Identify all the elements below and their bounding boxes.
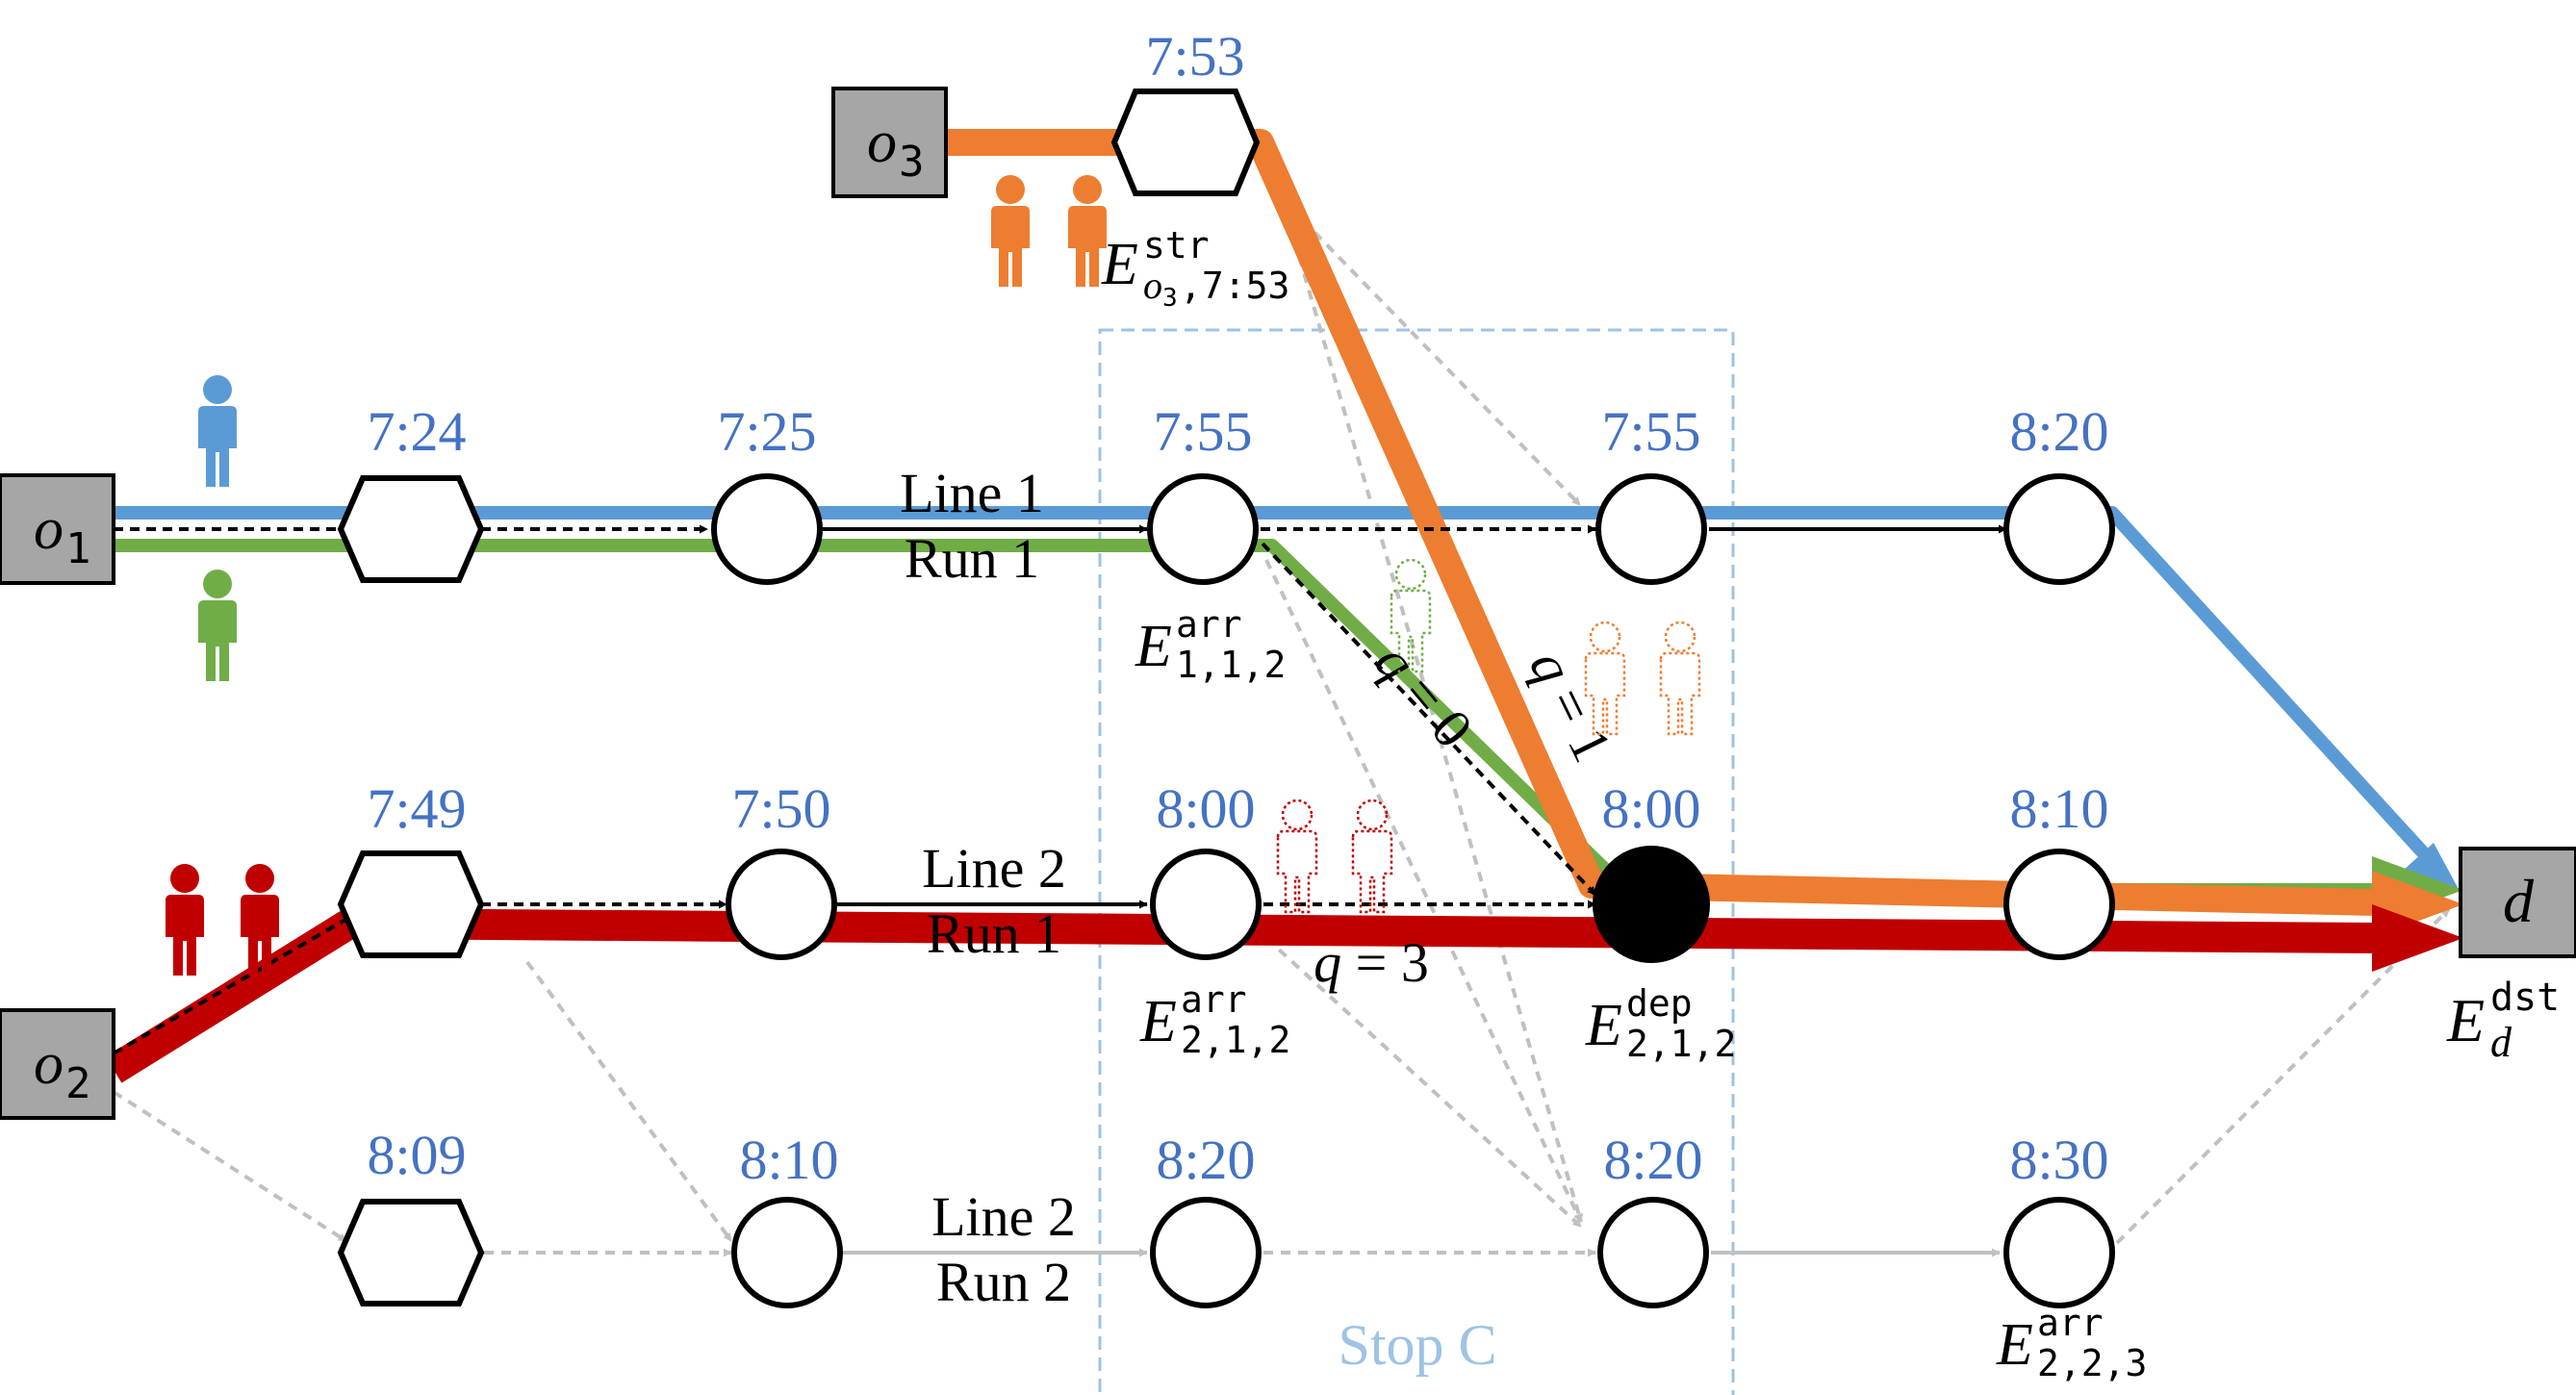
time-label: 7:55 <box>1153 400 1252 463</box>
node-l2r1-b <box>1150 849 1262 960</box>
svg-text:E: E <box>2446 986 2485 1054</box>
svg-text:q = 0: q = 0 <box>1364 631 1486 759</box>
svg-text:E: E <box>1996 1312 2033 1378</box>
time-label: 7:24 <box>367 400 466 463</box>
blue-arrowhead <box>2403 843 2461 893</box>
time-label: 7:49 <box>367 777 466 840</box>
event-label-e-dst: E dst d <box>2446 976 2560 1066</box>
stop-c-box <box>1098 328 1735 1395</box>
node-o1-start <box>337 475 485 583</box>
time-label: 8:20 <box>1156 1129 1255 1191</box>
node-l2r1-d <box>2003 849 2115 960</box>
node-l2r2-b <box>1150 1197 1262 1308</box>
terminal-o3: o 3 <box>831 87 948 198</box>
time-label: 7:50 <box>731 777 830 840</box>
time-label: 8:20 <box>1603 1129 1702 1191</box>
line-label: Line 1 <box>900 462 1044 524</box>
time-label: 8:30 <box>2009 1129 2108 1191</box>
node-o2-start <box>337 850 485 958</box>
time-label: 8:09 <box>367 1124 466 1186</box>
svg-text:3: 3 <box>1162 284 1178 313</box>
svg-text:2: 2 <box>65 1059 91 1108</box>
svg-text:2,1,2: 2,1,2 <box>1181 1019 1290 1061</box>
time-label: 7:55 <box>1601 400 1700 463</box>
svg-text:E: E <box>1585 993 1622 1058</box>
svg-text:E: E <box>1139 989 1177 1054</box>
node-l1r1-d <box>2003 473 2115 585</box>
time-label: 8:00 <box>1156 777 1255 840</box>
waiting-red-icons <box>1276 799 1393 914</box>
event-label-e-arr-112: E arr 1,1,2 <box>1135 603 1286 686</box>
line-run-labels: Line 1 Run 1 Line 2 Run 1 Line 2 Run 2 <box>900 462 1076 1313</box>
orange-path <box>946 129 2378 916</box>
svg-text:dep: dep <box>1626 982 1693 1025</box>
time-label: 8:10 <box>2009 777 2108 840</box>
svg-text:E: E <box>1101 232 1138 297</box>
node-l1r1-a <box>711 473 823 585</box>
node-l1r1-c <box>1595 473 1707 585</box>
event-label-e-arr-223: E arr 2,2,3 <box>1996 1302 2147 1384</box>
queue-label-q3: q = 3 <box>1314 931 1429 994</box>
svg-text:o: o <box>34 1031 64 1097</box>
terminal-d: d <box>2459 847 2576 958</box>
node-o2-late <box>337 1199 485 1306</box>
line-label: Line 2 <box>922 837 1066 900</box>
svg-text:d: d <box>2490 1019 2512 1066</box>
red-arrowhead <box>2372 904 2463 972</box>
svg-text:1,1,2: 1,1,2 <box>1176 644 1286 686</box>
passenger-red-icons <box>166 864 279 976</box>
time-label: 8:20 <box>2009 400 2108 463</box>
time-labels: 7:53 7:24 7:25 7:55 7:55 8:20 7:49 7:50 … <box>367 25 2108 1191</box>
run-label: Run 2 <box>936 1251 1071 1313</box>
time-label: 7:25 <box>717 400 816 463</box>
svg-text:arr: arr <box>1176 603 1242 646</box>
svg-text:q = 3: q = 3 <box>1314 931 1429 994</box>
black-edges <box>113 524 2007 1055</box>
svg-text:1: 1 <box>65 524 91 573</box>
nodes <box>337 89 2115 1308</box>
time-label: 7:53 <box>1145 25 1244 88</box>
node-l2r2-d <box>2003 1197 2115 1308</box>
svg-text:arr: arr <box>2037 1302 2104 1344</box>
event-label-e-dep-212: E dep 2,1,2 <box>1585 982 1736 1065</box>
passenger-green-icon <box>198 570 237 681</box>
svg-text:dst: dst <box>2490 976 2560 1020</box>
svg-text:,7:53: ,7:53 <box>1180 265 1289 307</box>
node-l1r1-b <box>1147 473 1259 585</box>
svg-text:d: d <box>2503 867 2535 935</box>
line-label: Line 2 <box>931 1185 1076 1248</box>
svg-text:o: o <box>34 496 64 562</box>
node-l2r1-a <box>726 849 837 960</box>
passenger-orange-icons <box>991 175 1107 287</box>
svg-text:o: o <box>867 110 897 175</box>
node-l2r2-a <box>731 1197 843 1308</box>
svg-text:E: E <box>1135 614 1172 679</box>
terminal-o1: o 1 <box>0 473 115 585</box>
svg-text:arr: arr <box>1181 978 1247 1021</box>
stop-c-label: Stop C <box>1338 1313 1496 1377</box>
terminal-o2: o 2 <box>0 1008 115 1120</box>
gray-edges <box>112 181 2451 1257</box>
svg-text:str: str <box>1143 224 1210 266</box>
svg-text:3: 3 <box>899 138 925 187</box>
passenger-blue-icon <box>198 375 237 487</box>
node-o3-start <box>1110 89 1261 196</box>
svg-text:2,2,3: 2,2,3 <box>2037 1342 2147 1384</box>
event-label-e-arr-212: E arr 2,1,2 <box>1139 978 1290 1061</box>
queue-label-q0: q = 0 <box>1364 631 1486 759</box>
time-label: 8:10 <box>739 1129 838 1191</box>
node-l2r1-c <box>1593 846 1710 963</box>
svg-text:o: o <box>1143 264 1162 307</box>
run-label: Run 1 <box>927 902 1061 965</box>
run-label: Run 1 <box>905 527 1039 590</box>
svg-text:2,1,2: 2,1,2 <box>1626 1023 1736 1065</box>
event-label-e-str: E str o 3 ,7:53 <box>1101 224 1289 313</box>
node-l2r2-c <box>1597 1197 1709 1308</box>
time-label: 8:00 <box>1601 777 1700 840</box>
